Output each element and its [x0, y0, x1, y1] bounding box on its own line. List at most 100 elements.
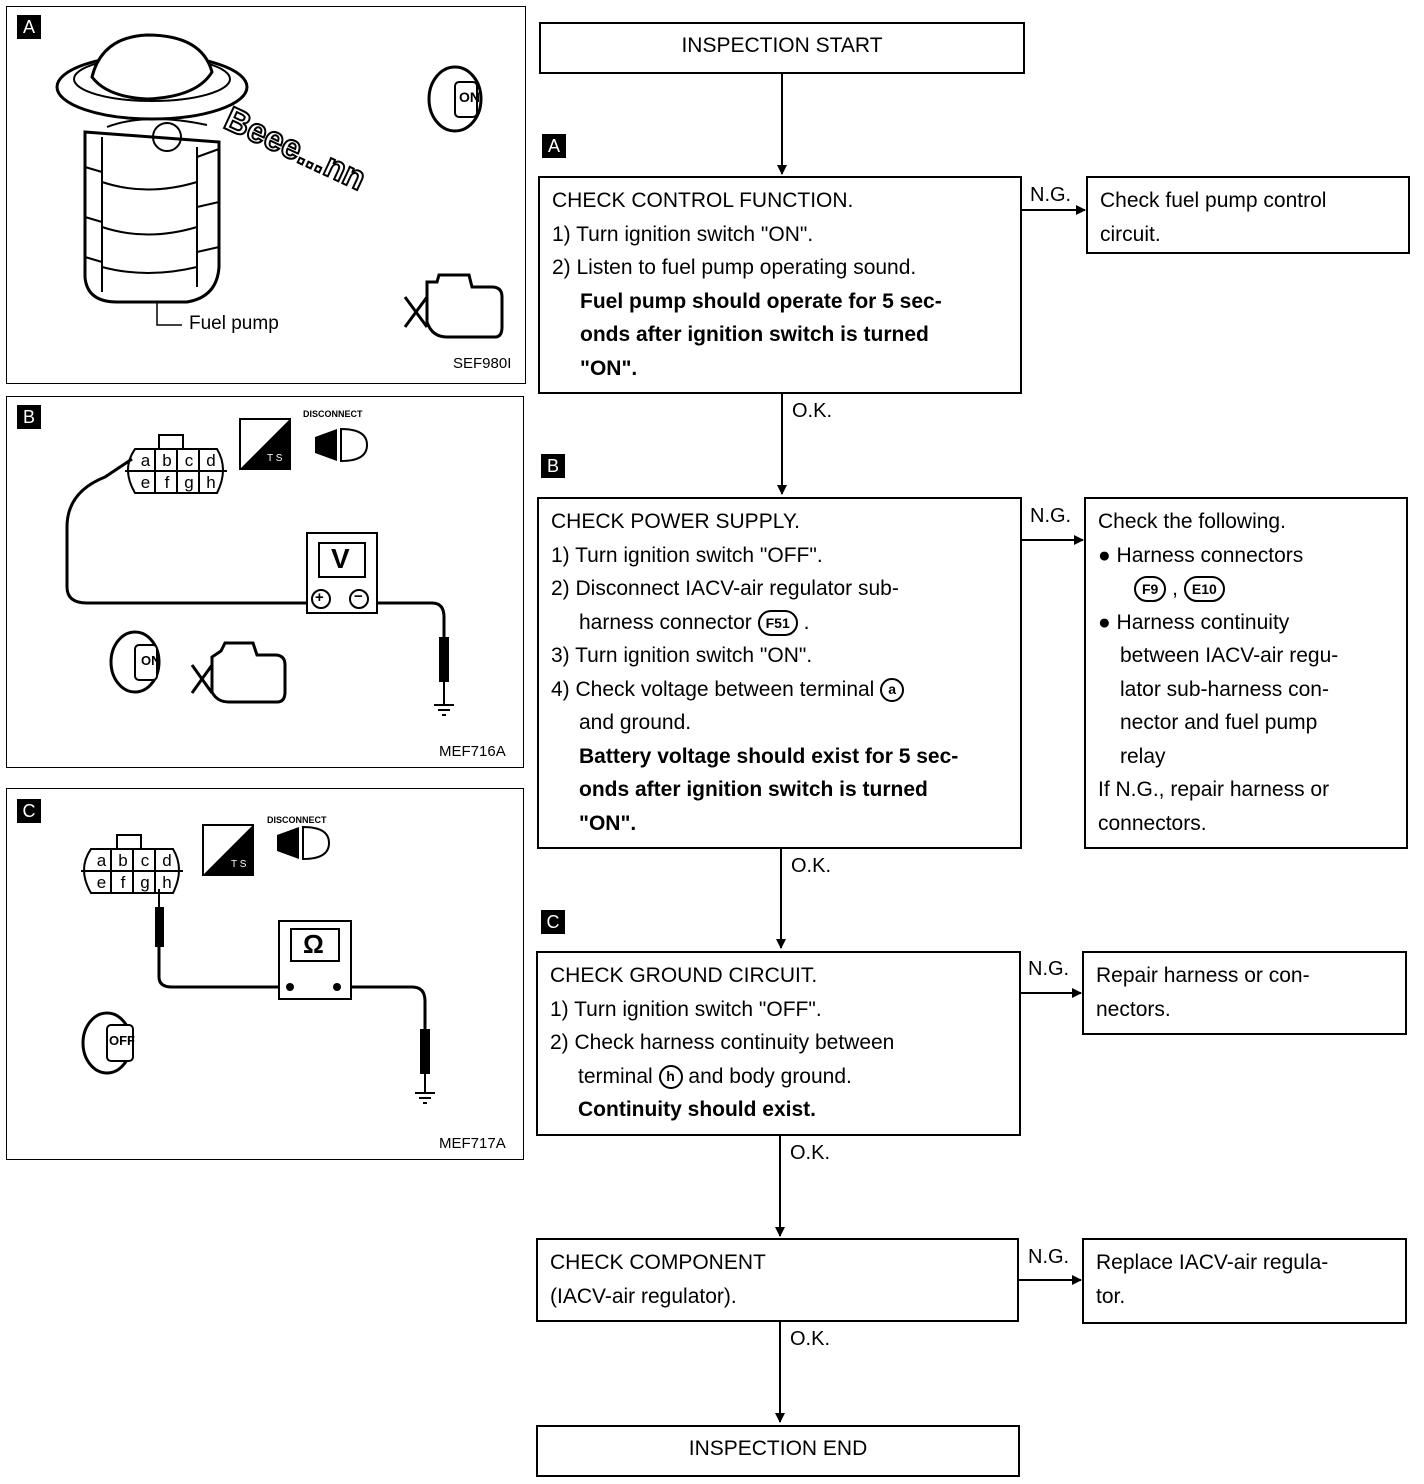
ng-action: lator sub-harness con-: [1120, 677, 1329, 701]
fuel-pump-label: Fuel pump: [189, 313, 279, 334]
ng-label: N.G.: [1030, 184, 1072, 206]
step-instruction: 2) Check harness continuity between: [550, 1031, 895, 1054]
terminal-a-icon: a: [880, 677, 905, 702]
step-criterion: onds after ignition switch is turned: [579, 778, 928, 801]
pin-b: b: [162, 451, 172, 470]
pin-a: a: [96, 851, 107, 870]
ng-action: relay: [1120, 744, 1166, 768]
ng-bullet: ● Harness continuity: [1098, 610, 1290, 634]
step-box-check-power-supply: CHECK POWER SUPPLY. 1) Turn ignition swi…: [537, 497, 1022, 849]
pin-c: c: [184, 451, 194, 470]
inspection-end-box: INSPECTION END: [536, 1425, 1020, 1477]
step-instruction: 2) Disconnect IACV-air regulator sub-: [551, 577, 899, 600]
inspection-start-label: INSPECTION START: [681, 34, 883, 57]
ng-box-repair-harness: Repair harness or con- nectors.: [1082, 951, 1407, 1035]
key-on-label: ON: [141, 653, 161, 668]
step-tag-b: B: [541, 454, 565, 478]
ng-action: Repair harness or con-: [1096, 964, 1310, 987]
step-instruction: and ground.: [579, 711, 692, 734]
sound-text: Beee...nn: [219, 100, 372, 198]
pin-g: g: [184, 473, 194, 492]
step-heading: CHECK POWER SUPPLY.: [551, 510, 800, 533]
step-criterion: "ON".: [579, 811, 637, 835]
ng-action: Check fuel pump control: [1100, 189, 1327, 212]
ng-action: connectors.: [1098, 811, 1207, 835]
step-instruction: terminal h and body ground.: [578, 1064, 852, 1089]
step-instruction: 1) Turn ignition switch "ON".: [552, 222, 814, 246]
figure-code-a: SEF980I: [453, 355, 512, 372]
pin-e: e: [140, 473, 151, 492]
pin-d: d: [162, 851, 172, 870]
connector-f9-icon: F9: [1134, 576, 1167, 603]
plus-terminal: +: [315, 589, 324, 606]
step-instruction: 3) Turn ignition switch "ON".: [551, 644, 813, 667]
step-criterion: onds after ignition switch is turned: [580, 323, 929, 346]
voltmeter-label: V: [331, 543, 350, 574]
figure-tag-b: B: [17, 405, 41, 429]
ng-label: N.G.: [1028, 1246, 1070, 1268]
ng-box-check-following: Check the following. ● Harness connector…: [1084, 497, 1408, 849]
pin-g: g: [140, 873, 150, 892]
pin-c: c: [140, 851, 150, 870]
ts-label: T S: [231, 859, 247, 870]
figure-code-c: MEF717A: [439, 1135, 506, 1152]
figure-code-b: MEF716A: [439, 743, 506, 760]
pin-f: f: [120, 873, 126, 892]
step-heading: CHECK GROUND CIRCUIT.: [550, 964, 818, 987]
ok-label: O.K.: [790, 1142, 831, 1164]
step-instruction: harness connector F51 .: [551, 606, 1010, 640]
ng-label: N.G.: [1030, 505, 1072, 527]
step-box-check-control-function: CHECK CONTROL FUNCTION. 1) Turn ignition…: [538, 176, 1022, 394]
ng-bullet: ● Harness connectors: [1098, 543, 1304, 567]
ng-box-replace-iacv: Replace IACV-air regula- tor.: [1082, 1238, 1407, 1324]
ng-action: nector and fuel pump: [1120, 711, 1318, 734]
ng-label: N.G.: [1028, 958, 1070, 980]
ng-action: tor.: [1096, 1284, 1126, 1308]
step-criterion: Continuity should exist.: [578, 1098, 817, 1121]
pin-f: f: [164, 473, 170, 492]
ok-label: O.K.: [790, 1328, 831, 1350]
ng-action: circuit.: [1100, 222, 1161, 246]
step-tag-c: C: [541, 910, 565, 934]
ng-connectors: F9 , E10: [1098, 572, 1396, 606]
terminal-h-icon: h: [658, 1064, 683, 1089]
pin-h: h: [206, 473, 216, 492]
step-tag-a: A: [542, 134, 566, 158]
ground-circuit-wiring: [81, 824, 435, 1104]
ng-action: Check the following.: [1098, 510, 1286, 533]
pin-h: h: [162, 873, 172, 892]
step-instruction: 4) Check voltage between terminal a: [551, 673, 1010, 707]
step-box-check-ground-circuit: CHECK GROUND CIRCUIT. 1) Turn ignition s…: [536, 951, 1021, 1136]
ok-label: O.K.: [792, 400, 833, 422]
key-on-label: ON: [459, 89, 480, 105]
step-instruction: 1) Turn ignition switch "OFF".: [551, 543, 823, 567]
ng-action: between IACV-air regu-: [1120, 644, 1339, 667]
pin-d: d: [206, 451, 216, 470]
disconnect-label: DISCONNECT: [267, 815, 327, 825]
pin-a: a: [140, 451, 151, 470]
step-instruction: 2) Listen to fuel pump operating sound.: [552, 256, 917, 279]
connector-f51-icon: F51: [757, 609, 798, 636]
step-criterion: "ON".: [580, 356, 638, 380]
step-criterion: Battery voltage should exist for 5 sec-: [579, 744, 959, 768]
inspection-start-box: INSPECTION START: [539, 22, 1025, 74]
ng-box-fuel-pump-control: Check fuel pump control circuit.: [1086, 176, 1410, 254]
pin-e: e: [96, 873, 107, 892]
minus-terminal: −: [354, 588, 363, 605]
power-supply-wiring: [65, 418, 454, 716]
disconnect-label: DISCONNECT: [303, 409, 363, 419]
step-box-check-component: CHECK COMPONENT (IACV-air regulator).: [536, 1238, 1019, 1322]
step-heading: CHECK CONTROL FUNCTION.: [552, 189, 854, 212]
key-off-label: OFF: [109, 1033, 135, 1048]
ng-action: If N.G., repair harness or: [1098, 778, 1330, 801]
fuel-pump-illustration: Beee...nn: [55, 33, 504, 339]
step-instruction: (IACV-air regulator).: [550, 1284, 737, 1308]
step-instruction: 1) Turn ignition switch "OFF".: [550, 997, 822, 1021]
ohmmeter-label: Ω: [303, 929, 324, 959]
step-criterion: Fuel pump should operate for 5 sec-: [580, 289, 942, 313]
